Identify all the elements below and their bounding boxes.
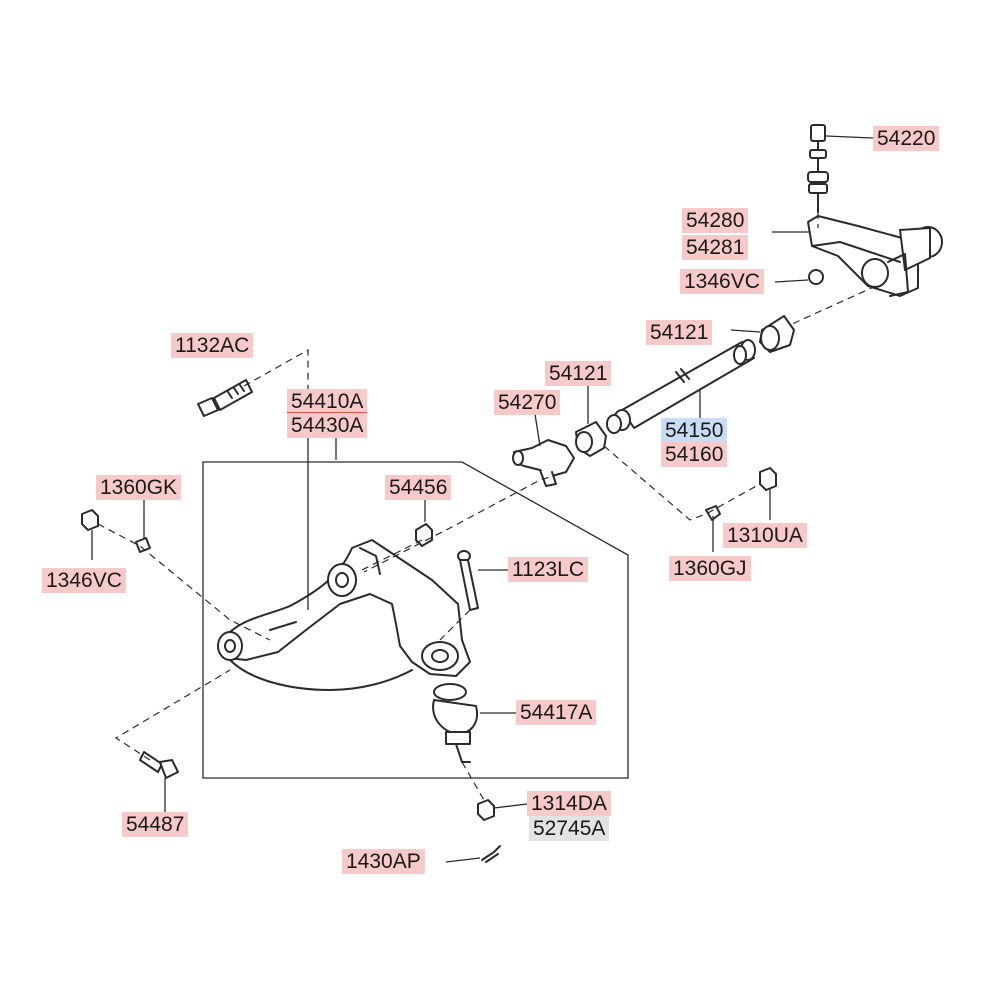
label-54280[interactable]: 54280 bbox=[682, 208, 749, 233]
label-54121-left[interactable]: 54121 bbox=[545, 361, 612, 386]
dash-line-bracket-bushing bbox=[791, 285, 877, 325]
label-52745a[interactable]: 52745A bbox=[529, 816, 610, 841]
label-54160[interactable]: 54160 bbox=[661, 442, 728, 467]
label-54270[interactable]: 54270 bbox=[494, 390, 561, 415]
bushing-54121-left bbox=[575, 421, 607, 457]
bracket-54280 bbox=[807, 215, 943, 297]
stabilizer-link-bolt bbox=[807, 124, 829, 213]
ball-joint-54417a bbox=[432, 683, 478, 763]
label-54430a[interactable]: 54430A bbox=[287, 413, 368, 438]
washer-1360gk bbox=[135, 537, 151, 553]
label-54487[interactable]: 54487 bbox=[122, 812, 189, 837]
label-1310ua[interactable]: 1310UA bbox=[723, 523, 807, 548]
dash-line-shaft-bracket bbox=[363, 473, 561, 573]
nut-54456 bbox=[415, 523, 433, 547]
bolt-1123lc bbox=[457, 550, 479, 611]
dash-line-54487 bbox=[114, 669, 231, 761]
label-54220[interactable]: 54220 bbox=[873, 126, 940, 151]
label-1430ap[interactable]: 1430AP bbox=[342, 849, 425, 874]
shaft-54150 bbox=[606, 339, 756, 434]
dash-line-bolt-1132ac bbox=[243, 348, 309, 400]
dash-line-left-nut bbox=[97, 523, 271, 641]
bolt-1132ac bbox=[197, 379, 253, 417]
control-arm-54410a bbox=[217, 539, 471, 691]
label-1314da[interactable]: 1314DA bbox=[527, 791, 611, 816]
bracket-54270 bbox=[512, 439, 575, 487]
dash-line-shaft-nut bbox=[603, 445, 761, 521]
label-54417a[interactable]: 54417A bbox=[516, 700, 597, 725]
nut-1314da bbox=[477, 799, 495, 821]
assembly-frame bbox=[202, 461, 629, 779]
label-1346vc-top[interactable]: 1346VC bbox=[680, 269, 764, 294]
label-1360gj[interactable]: 1360GJ bbox=[669, 556, 751, 581]
label-54410a[interactable]: 54410A bbox=[287, 389, 368, 414]
dash-line-balljoint bbox=[461, 761, 485, 801]
label-1123lc[interactable]: 1123LC bbox=[508, 557, 589, 582]
label-54150[interactable]: 54150 bbox=[661, 418, 728, 443]
label-54456[interactable]: 54456 bbox=[385, 475, 452, 500]
bolt-54487 bbox=[139, 751, 179, 779]
label-1360gk[interactable]: 1360GK bbox=[96, 475, 182, 500]
bushing-54121-right bbox=[759, 315, 795, 353]
label-1132ac[interactable]: 1132AC bbox=[171, 333, 254, 358]
nut-1310ua bbox=[759, 467, 777, 491]
cotter-pin-1430ap bbox=[481, 845, 501, 863]
label-54121-right[interactable]: 54121 bbox=[646, 320, 713, 345]
nut-1346vc-left bbox=[81, 509, 99, 531]
label-54281[interactable]: 54281 bbox=[682, 235, 749, 260]
washer-1360gj bbox=[705, 505, 721, 521]
label-1346vc-left[interactable]: 1346VC bbox=[42, 568, 126, 593]
